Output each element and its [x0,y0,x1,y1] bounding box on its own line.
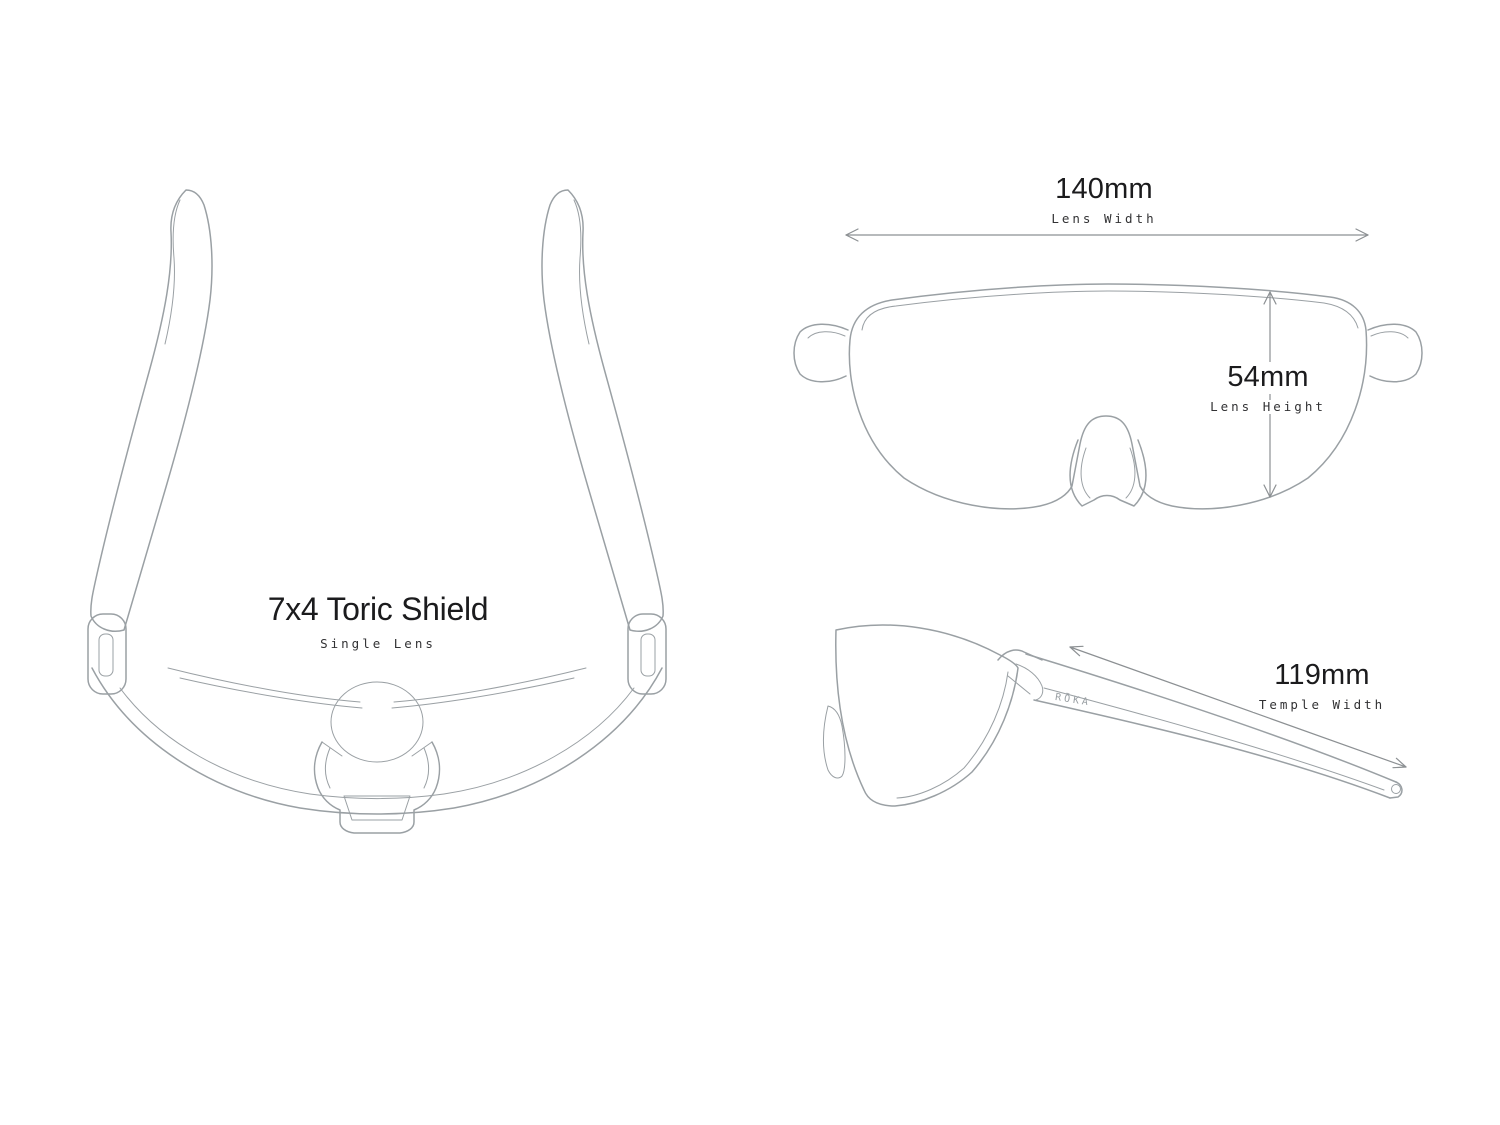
lens-width-label: Lens Width [1045,212,1163,226]
lens-width-value: 140mm [1047,173,1161,206]
lens-height-arrow [1263,291,1277,498]
lens-height-measurement: 54mm Lens Height [1168,361,1368,416]
side-view-drawing [823,624,1403,807]
temple-width-label: Temple Width [1252,698,1392,712]
lens-width-measurement: 140mm Lens Width [954,173,1254,228]
product-lens-type: Single Lens [320,636,436,652]
temple-width-value: 119mm [1266,659,1378,692]
product-name: 7x4 Toric Shield [267,591,489,627]
lens-width-arrow [845,228,1369,242]
top-view-drawing [87,189,667,834]
temple-width-measurement: 119mm Temple Width [1222,659,1422,714]
product-label: 7x4 Toric Shield Single Lens [178,591,578,652]
front-view-drawing [793,283,1423,510]
lens-height-value: 54mm [1219,361,1317,394]
lens-height-label: Lens Height [1204,400,1332,414]
temple-width-arrow [1069,645,1407,769]
